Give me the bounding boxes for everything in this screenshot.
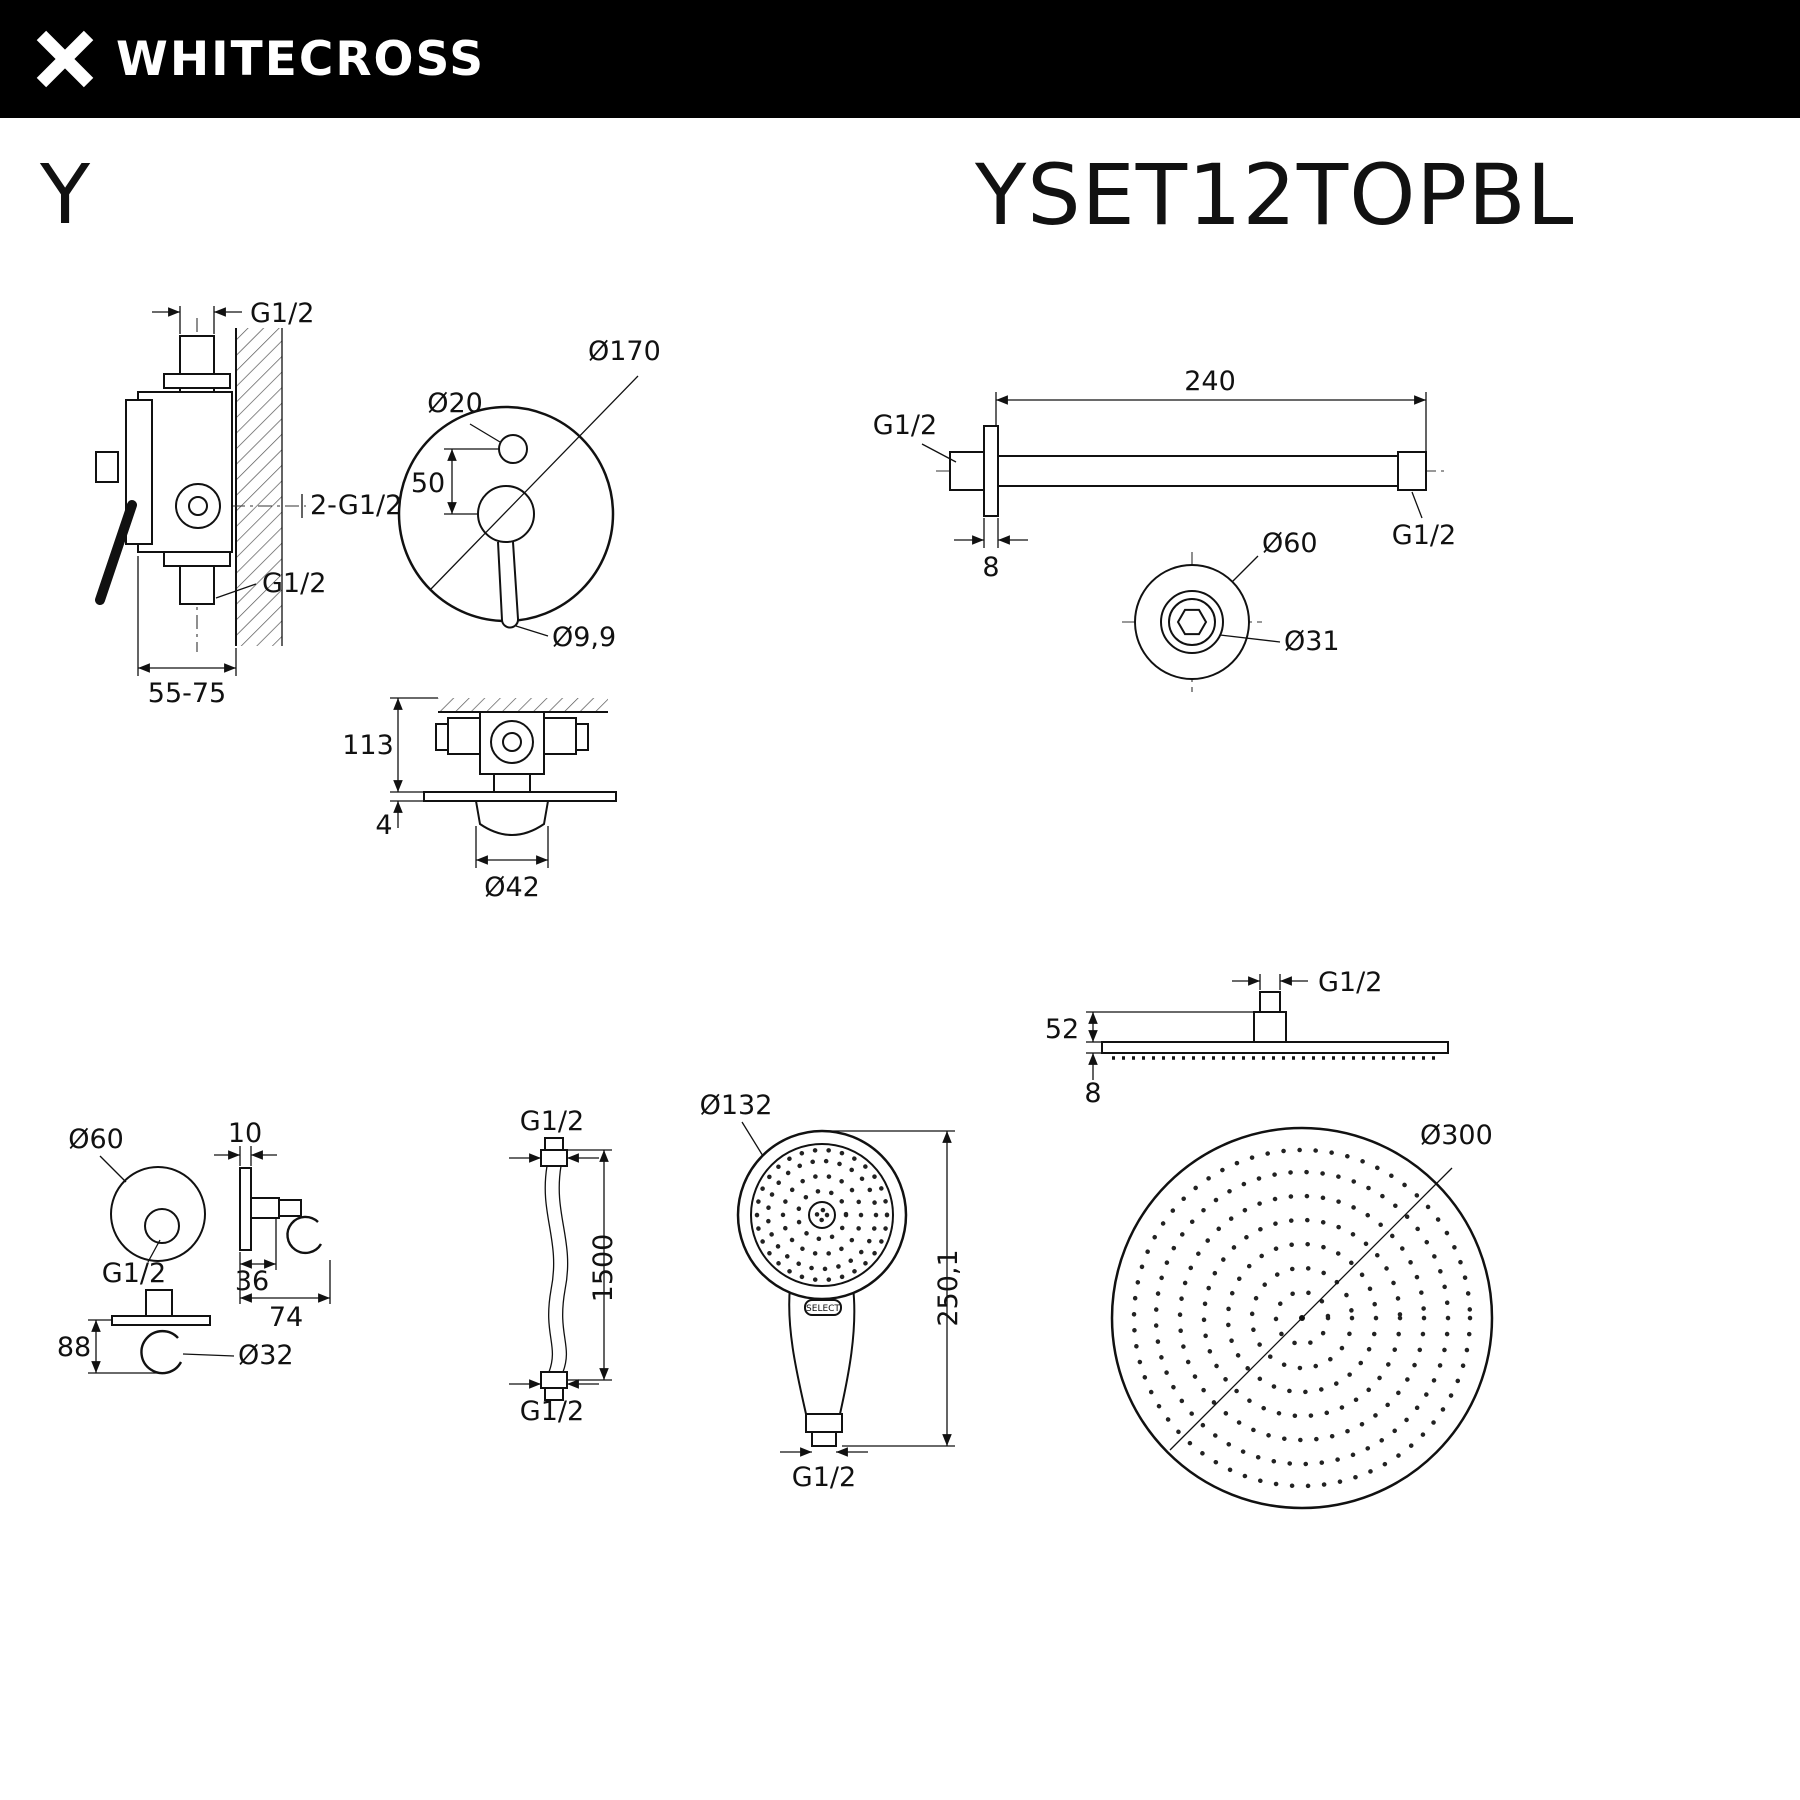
holder-hook	[140, 1329, 183, 1375]
dim-label: 1500	[588, 1234, 619, 1303]
head-front-view: Ø300	[1110, 1120, 1494, 1510]
wall-outlet-view: Ø60 G1/2 88 Ø32 10	[57, 1118, 331, 1375]
dim-label: G1/2	[520, 1396, 584, 1427]
dim-label: Ø300	[1420, 1120, 1493, 1151]
whitecross-x-icon	[36, 30, 94, 88]
mixer-section-view: 113 4 Ø42	[342, 697, 617, 903]
dim-label: G1/2	[102, 1258, 166, 1289]
dim-label: 2-G1/2	[310, 490, 402, 521]
dim-label: Ø132	[700, 1090, 773, 1121]
dim-label: 52	[1045, 1014, 1079, 1045]
mixer-side-view: G1/2 2-G1/2 G1/2 55-75	[95, 298, 402, 709]
dim-label: Ø60	[68, 1124, 124, 1155]
header-bar: WHITECROSS	[0, 0, 1800, 118]
dim-label: Ø42	[484, 872, 540, 903]
brand-name: WHITECROSS	[116, 31, 486, 87]
dim-label: 74	[269, 1302, 303, 1333]
dim-label: Ø60	[1262, 528, 1318, 559]
dim-label: 55-75	[148, 678, 226, 709]
dim-label: 113	[342, 730, 394, 761]
dim-label: 36	[235, 1266, 269, 1297]
dim-label: 250,1	[933, 1249, 964, 1326]
head-side-view: G1/2 52 8	[1045, 967, 1449, 1109]
dim-label: G1/2	[262, 568, 326, 599]
holder-hook-side	[286, 1215, 323, 1255]
dim-label: G1/2	[250, 298, 314, 329]
model-number: YSET12TOPBL	[975, 146, 1575, 244]
escutcheon	[474, 800, 550, 836]
dim-label: 88	[57, 1332, 91, 1363]
dim-label: 8	[1084, 1078, 1101, 1109]
mixer-handle	[497, 541, 519, 629]
dim-label: G1/2	[1392, 520, 1456, 551]
mixer-front-view: Ø170 Ø20 50 Ø9,9	[397, 336, 661, 653]
dim-label: Ø20	[427, 388, 483, 419]
dim-label: 240	[1184, 366, 1236, 397]
hand-shower-view: SELECT Ø132 250,1 G1/2	[700, 1090, 964, 1493]
dim-label: G1/2	[792, 1462, 856, 1493]
hex-nut	[1176, 608, 1208, 636]
hose-view: G1/2 1500 G1/2	[509, 1106, 619, 1427]
mixer-lever	[95, 500, 137, 605]
dim-label: 50	[411, 468, 445, 499]
dim-label: 4	[375, 810, 392, 841]
select-button-label: SELECT	[806, 1304, 840, 1314]
dim-label: Ø32	[238, 1340, 294, 1371]
dim-label: Ø9,9	[552, 622, 616, 653]
brand-logo: WHITECROSS	[32, 26, 485, 92]
dim-label: G1/2	[1318, 967, 1382, 998]
dim-label: Ø31	[1284, 626, 1340, 657]
shower-arm-view: 240 G1/2 8 G1/2 Ø60 Ø31	[873, 366, 1456, 692]
dim-label: G1/2	[520, 1106, 584, 1137]
dim-label: 10	[228, 1118, 262, 1149]
dim-label: 8	[982, 552, 999, 583]
select-button	[804, 1299, 842, 1316]
dim-label: Ø170	[588, 336, 661, 367]
series-title: Y	[40, 148, 91, 243]
dim-label: G1/2	[873, 410, 937, 441]
